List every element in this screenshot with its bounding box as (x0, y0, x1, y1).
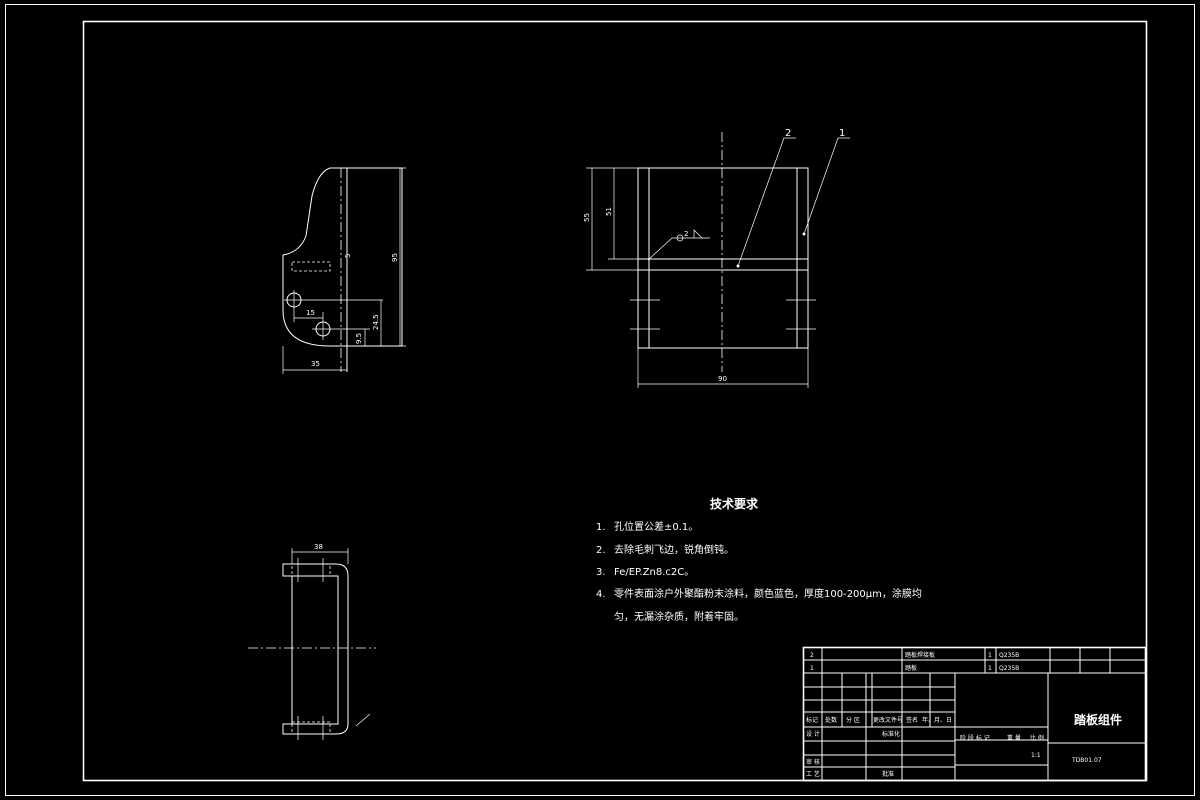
dim-55-label: 55 (583, 213, 591, 222)
title-block: 2 踏板焊接板 1 Q235B 1 踏板 1 Q235B 标记 处数 分 区 更… (802, 646, 1147, 782)
tech-req-item-1-num: 1. (596, 522, 606, 533)
bom-row-2-qty: 1 (988, 652, 992, 659)
tb-scale-value: 1:1 (1031, 752, 1041, 759)
sheet-outer-border (5, 4, 1195, 796)
sheet-inner-border (82, 20, 1148, 782)
title-block-frame (802, 646, 1147, 782)
bom-row-2-material: Q235B (999, 652, 1019, 659)
balloon-1-label: 1 (839, 128, 845, 139)
tb-header-sign: 签名 (906, 716, 918, 724)
tech-req-item-2-text: 去除毛刺飞边，锐角倒钝。 (614, 543, 734, 556)
bom-row-2-name: 踏板焊接板 (905, 651, 935, 659)
side-view: 95 5 15 24.5 9.5 35 (282, 167, 406, 374)
balloon-1-dot (802, 232, 806, 236)
front-view-plate (637, 167, 809, 349)
tech-req-item-4-text: 零件表面涂户外聚酯粉末涂料，颜色蓝色，厚度100-200μm，涂膜均 (614, 587, 922, 600)
dim-38-label: 38 (314, 543, 323, 551)
tb-stage-mark: 阶 段 标 记 (960, 734, 990, 742)
front-view-welded-bar (637, 258, 809, 271)
dim-9-5-label: 9.5 (355, 333, 363, 344)
tb-row-review: 审 核 (806, 758, 820, 766)
tb-row-design: 设 计 (806, 730, 820, 738)
dim-15-label: 15 (306, 309, 315, 317)
tb-drawing-name: 踏板组件 (1074, 712, 1122, 727)
tb-header-zone: 分 区 (846, 716, 860, 724)
top-view-outline (282, 563, 349, 735)
tb-std-label: 标准化 (882, 730, 900, 738)
tb-header-mark: 标记 (806, 716, 818, 724)
side-view-outline (282, 167, 403, 347)
bom-row-2-no: 2 (810, 652, 814, 659)
dim-51-label: 51 (605, 207, 613, 216)
tech-req-item-1-text: 孔位置公差±0.1。 (614, 520, 698, 533)
front-view: 55 51 90 2 2 1 (583, 128, 850, 388)
top-view-weld-leader (355, 713, 371, 727)
weld-fillet-symbol (693, 229, 703, 239)
front-view-hole-marks (630, 290, 816, 340)
tech-req-item-2-num: 2. (596, 545, 606, 556)
bom-row-1-name: 踏板 (905, 664, 917, 672)
bom-row-1-qty: 1 (988, 665, 992, 672)
tb-weight: 重 量 (1007, 734, 1021, 742)
balloon-2-label: 2 (785, 128, 791, 139)
tb-scale-label: 比 例 (1030, 734, 1044, 742)
tech-req-title: 技术要求 (710, 496, 759, 511)
tb-header-date: 年、月、日 (922, 716, 952, 724)
dim-5-label: 5 (344, 254, 352, 258)
tb-header-change-doc: 更改文件号 (873, 716, 903, 724)
tb-row-process: 工 艺 (806, 770, 820, 778)
weld-all-around-symbol (676, 234, 684, 242)
tech-req-item-3-num: 3. (596, 567, 606, 578)
bom-row-1-no: 1 (810, 665, 814, 672)
balloon-2-dot (736, 264, 740, 268)
technical-requirements: 技术要求 1. 孔位置公差±0.1。 2. 去除毛刺飞边，锐角倒钝。 3. Fe… (596, 496, 922, 623)
tech-req-item-4-num: 4. (596, 589, 606, 600)
weld-leader (647, 237, 673, 261)
dim-95-label: 95 (391, 253, 399, 262)
top-view: 38 (248, 543, 376, 740)
tech-req-item-3-text: Fe/EP.Zn8.c2C。 (614, 567, 694, 578)
balloon-2-leader (737, 137, 785, 267)
tb-approve-label: 批准 (882, 770, 894, 778)
dim-24-5-label: 24.5 (372, 314, 380, 330)
weld-size-label: 2 (684, 230, 688, 238)
balloon-1-leader (803, 137, 839, 235)
tech-req-continuation: 匀，无漏涂杂质，附着牢固。 (614, 610, 744, 623)
tb-drawing-no: TDB01.07 (1071, 757, 1102, 764)
tb-header-count: 处数 (825, 716, 837, 724)
dim-90-label: 90 (718, 375, 727, 383)
bom-row-1-material: Q235B (999, 665, 1019, 672)
side-view-slot-hidden (291, 261, 331, 272)
dim-35-label: 35 (311, 360, 320, 368)
